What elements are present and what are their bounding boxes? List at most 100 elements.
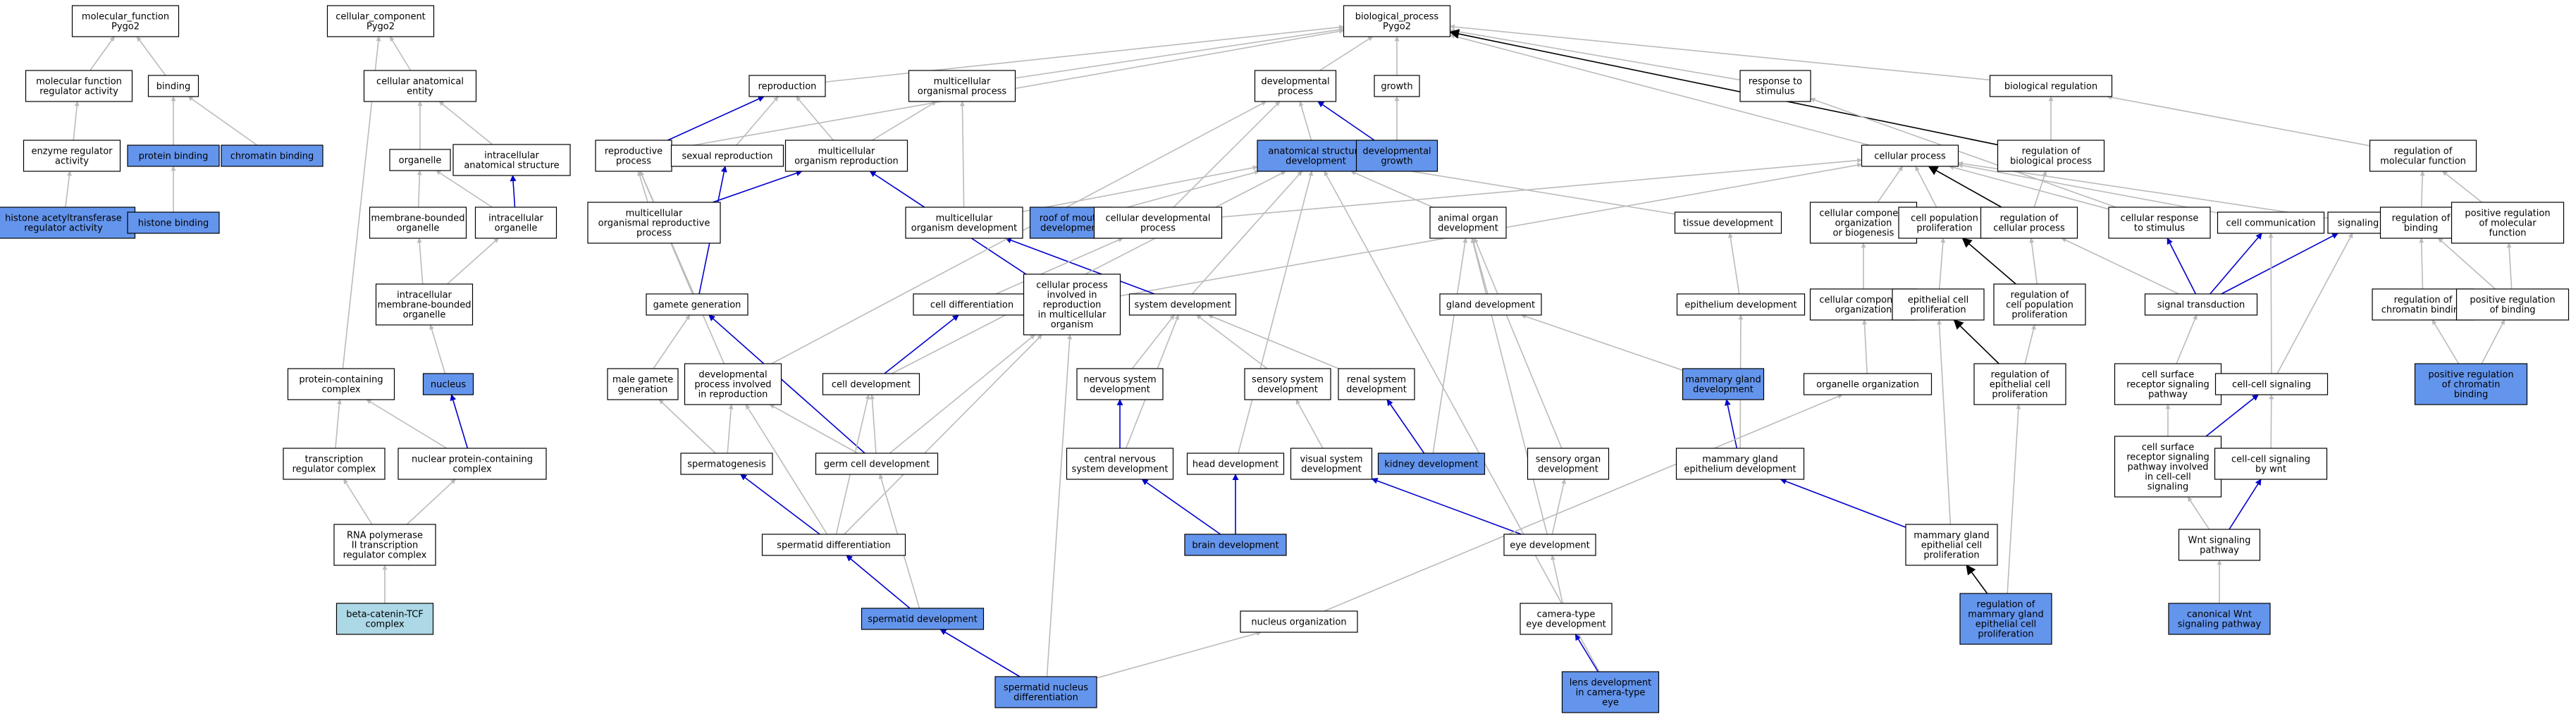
term-label-line: multicellular bbox=[626, 209, 683, 219]
edge-is-a bbox=[2438, 238, 2496, 290]
edge-is-a bbox=[1449, 28, 1741, 81]
term-label-line: response to bbox=[1749, 77, 1802, 87]
term-box bbox=[127, 211, 220, 234]
term-box bbox=[1439, 293, 1542, 316]
term-box bbox=[1861, 144, 1959, 167]
edge-is-a bbox=[1319, 36, 1374, 71]
edge-is-a bbox=[2029, 238, 2038, 285]
term-box bbox=[2178, 529, 2261, 561]
edge-is-a bbox=[1046, 334, 1073, 677]
edge-is-a bbox=[1196, 314, 1268, 369]
term-node-headdev: head development bbox=[1186, 453, 1285, 475]
term-label-line: developmental bbox=[1362, 147, 1431, 157]
term-box bbox=[1128, 293, 1237, 316]
edge-is-a bbox=[1111, 170, 1260, 213]
edge-is-a bbox=[417, 238, 424, 285]
edge-is-a bbox=[653, 314, 691, 369]
term-box bbox=[2455, 288, 2570, 321]
term-node-binding: binding bbox=[147, 75, 199, 97]
edge-is-a bbox=[335, 399, 342, 449]
edge-part-of bbox=[1141, 479, 1221, 535]
term-label-line: mammary gland bbox=[1968, 610, 2043, 620]
term-label-line: development bbox=[1346, 385, 1407, 395]
edge-is-a bbox=[2268, 233, 2274, 374]
edge-is-a bbox=[436, 170, 493, 208]
term-label-line: cellular anatomical bbox=[376, 77, 464, 87]
edge-part-of bbox=[939, 629, 1021, 677]
term-box bbox=[23, 140, 121, 172]
term-box bbox=[0, 207, 136, 239]
edge-is-a bbox=[2442, 171, 2482, 203]
term-node-epidev: epithelium development bbox=[1676, 293, 1806, 316]
term-box bbox=[1803, 373, 1933, 395]
edge-part-of bbox=[450, 394, 469, 449]
term-label-line: reproduction bbox=[1043, 300, 1102, 311]
edge-is-a bbox=[187, 96, 258, 146]
edge-is-a bbox=[2033, 171, 2047, 208]
term-box bbox=[1240, 610, 1358, 633]
term-box bbox=[815, 453, 939, 475]
edge-part-of bbox=[884, 314, 959, 374]
term-box bbox=[2369, 140, 2477, 172]
term-box bbox=[2379, 207, 2463, 239]
edge-is-a bbox=[2481, 319, 2506, 364]
term-label-line: cellular developmental bbox=[1106, 214, 1211, 224]
term-node-nucorg: nucleus organization bbox=[1240, 610, 1358, 633]
term-label-line: development bbox=[1090, 385, 1150, 395]
term-label-line: cellular process bbox=[1874, 152, 1946, 162]
term-label-line: development bbox=[1438, 223, 1498, 234]
term-label-line: cellular process bbox=[1993, 223, 2065, 234]
edge-part-of bbox=[740, 474, 820, 535]
edge-is-a bbox=[1727, 233, 1740, 295]
term-label-line: cellular component bbox=[1819, 295, 1907, 306]
term-label-line: pathway bbox=[2200, 546, 2239, 556]
term-label-line: mammary gland bbox=[1913, 531, 1989, 541]
term-box bbox=[333, 524, 436, 566]
term-box bbox=[221, 144, 323, 167]
term-label-line: regulator activity bbox=[39, 87, 118, 97]
term-label-line: of molecular bbox=[2479, 218, 2537, 229]
term-label-line: sexual reproduction bbox=[682, 152, 772, 162]
term-label-line: spermatid nucleus bbox=[1004, 683, 1088, 694]
term-label-line: tissue development bbox=[1683, 218, 1773, 229]
edges-layer bbox=[64, 24, 2513, 679]
term-label-line: epithelium development bbox=[1684, 300, 1797, 311]
term-box bbox=[2168, 603, 2271, 635]
term-label-line: epithelial cell bbox=[1976, 620, 2037, 630]
term-box bbox=[147, 75, 199, 97]
edge-is-a bbox=[64, 171, 72, 208]
edge-is-a bbox=[366, 399, 448, 449]
edge-regulates bbox=[1966, 564, 1988, 594]
edge-is-a bbox=[406, 479, 456, 525]
term-label-line: brain development bbox=[1192, 541, 1278, 551]
term-label-line: process bbox=[636, 228, 672, 239]
edge-part-of bbox=[1780, 478, 1906, 528]
term-label-line: development bbox=[1301, 464, 1362, 475]
edge-part-of bbox=[713, 170, 803, 203]
edge-is-a bbox=[889, 334, 1035, 454]
term-box bbox=[1898, 207, 1991, 239]
term-label-line: proliferation bbox=[2011, 310, 2067, 321]
term-label-line: molecular function bbox=[2380, 156, 2466, 167]
term-label-line: male gamete bbox=[612, 375, 673, 386]
term-label-line: epithelium development bbox=[1684, 464, 1796, 475]
term-box bbox=[1739, 70, 1811, 102]
edge-is-a bbox=[1298, 101, 1312, 141]
term-label-line: visual system bbox=[1300, 455, 1362, 465]
term-label-line: kidney development bbox=[1384, 460, 1478, 470]
term-box bbox=[1980, 207, 2078, 239]
term-label-line: in cell-cell bbox=[2145, 472, 2190, 483]
edge-part-of bbox=[1386, 399, 1425, 454]
term-node-signaling: signaling bbox=[2327, 211, 2389, 234]
term-box bbox=[1905, 524, 1998, 566]
term-box bbox=[25, 70, 133, 102]
term-label-line: spermatogenesis bbox=[687, 460, 766, 470]
edge-is-a bbox=[2176, 314, 2198, 364]
